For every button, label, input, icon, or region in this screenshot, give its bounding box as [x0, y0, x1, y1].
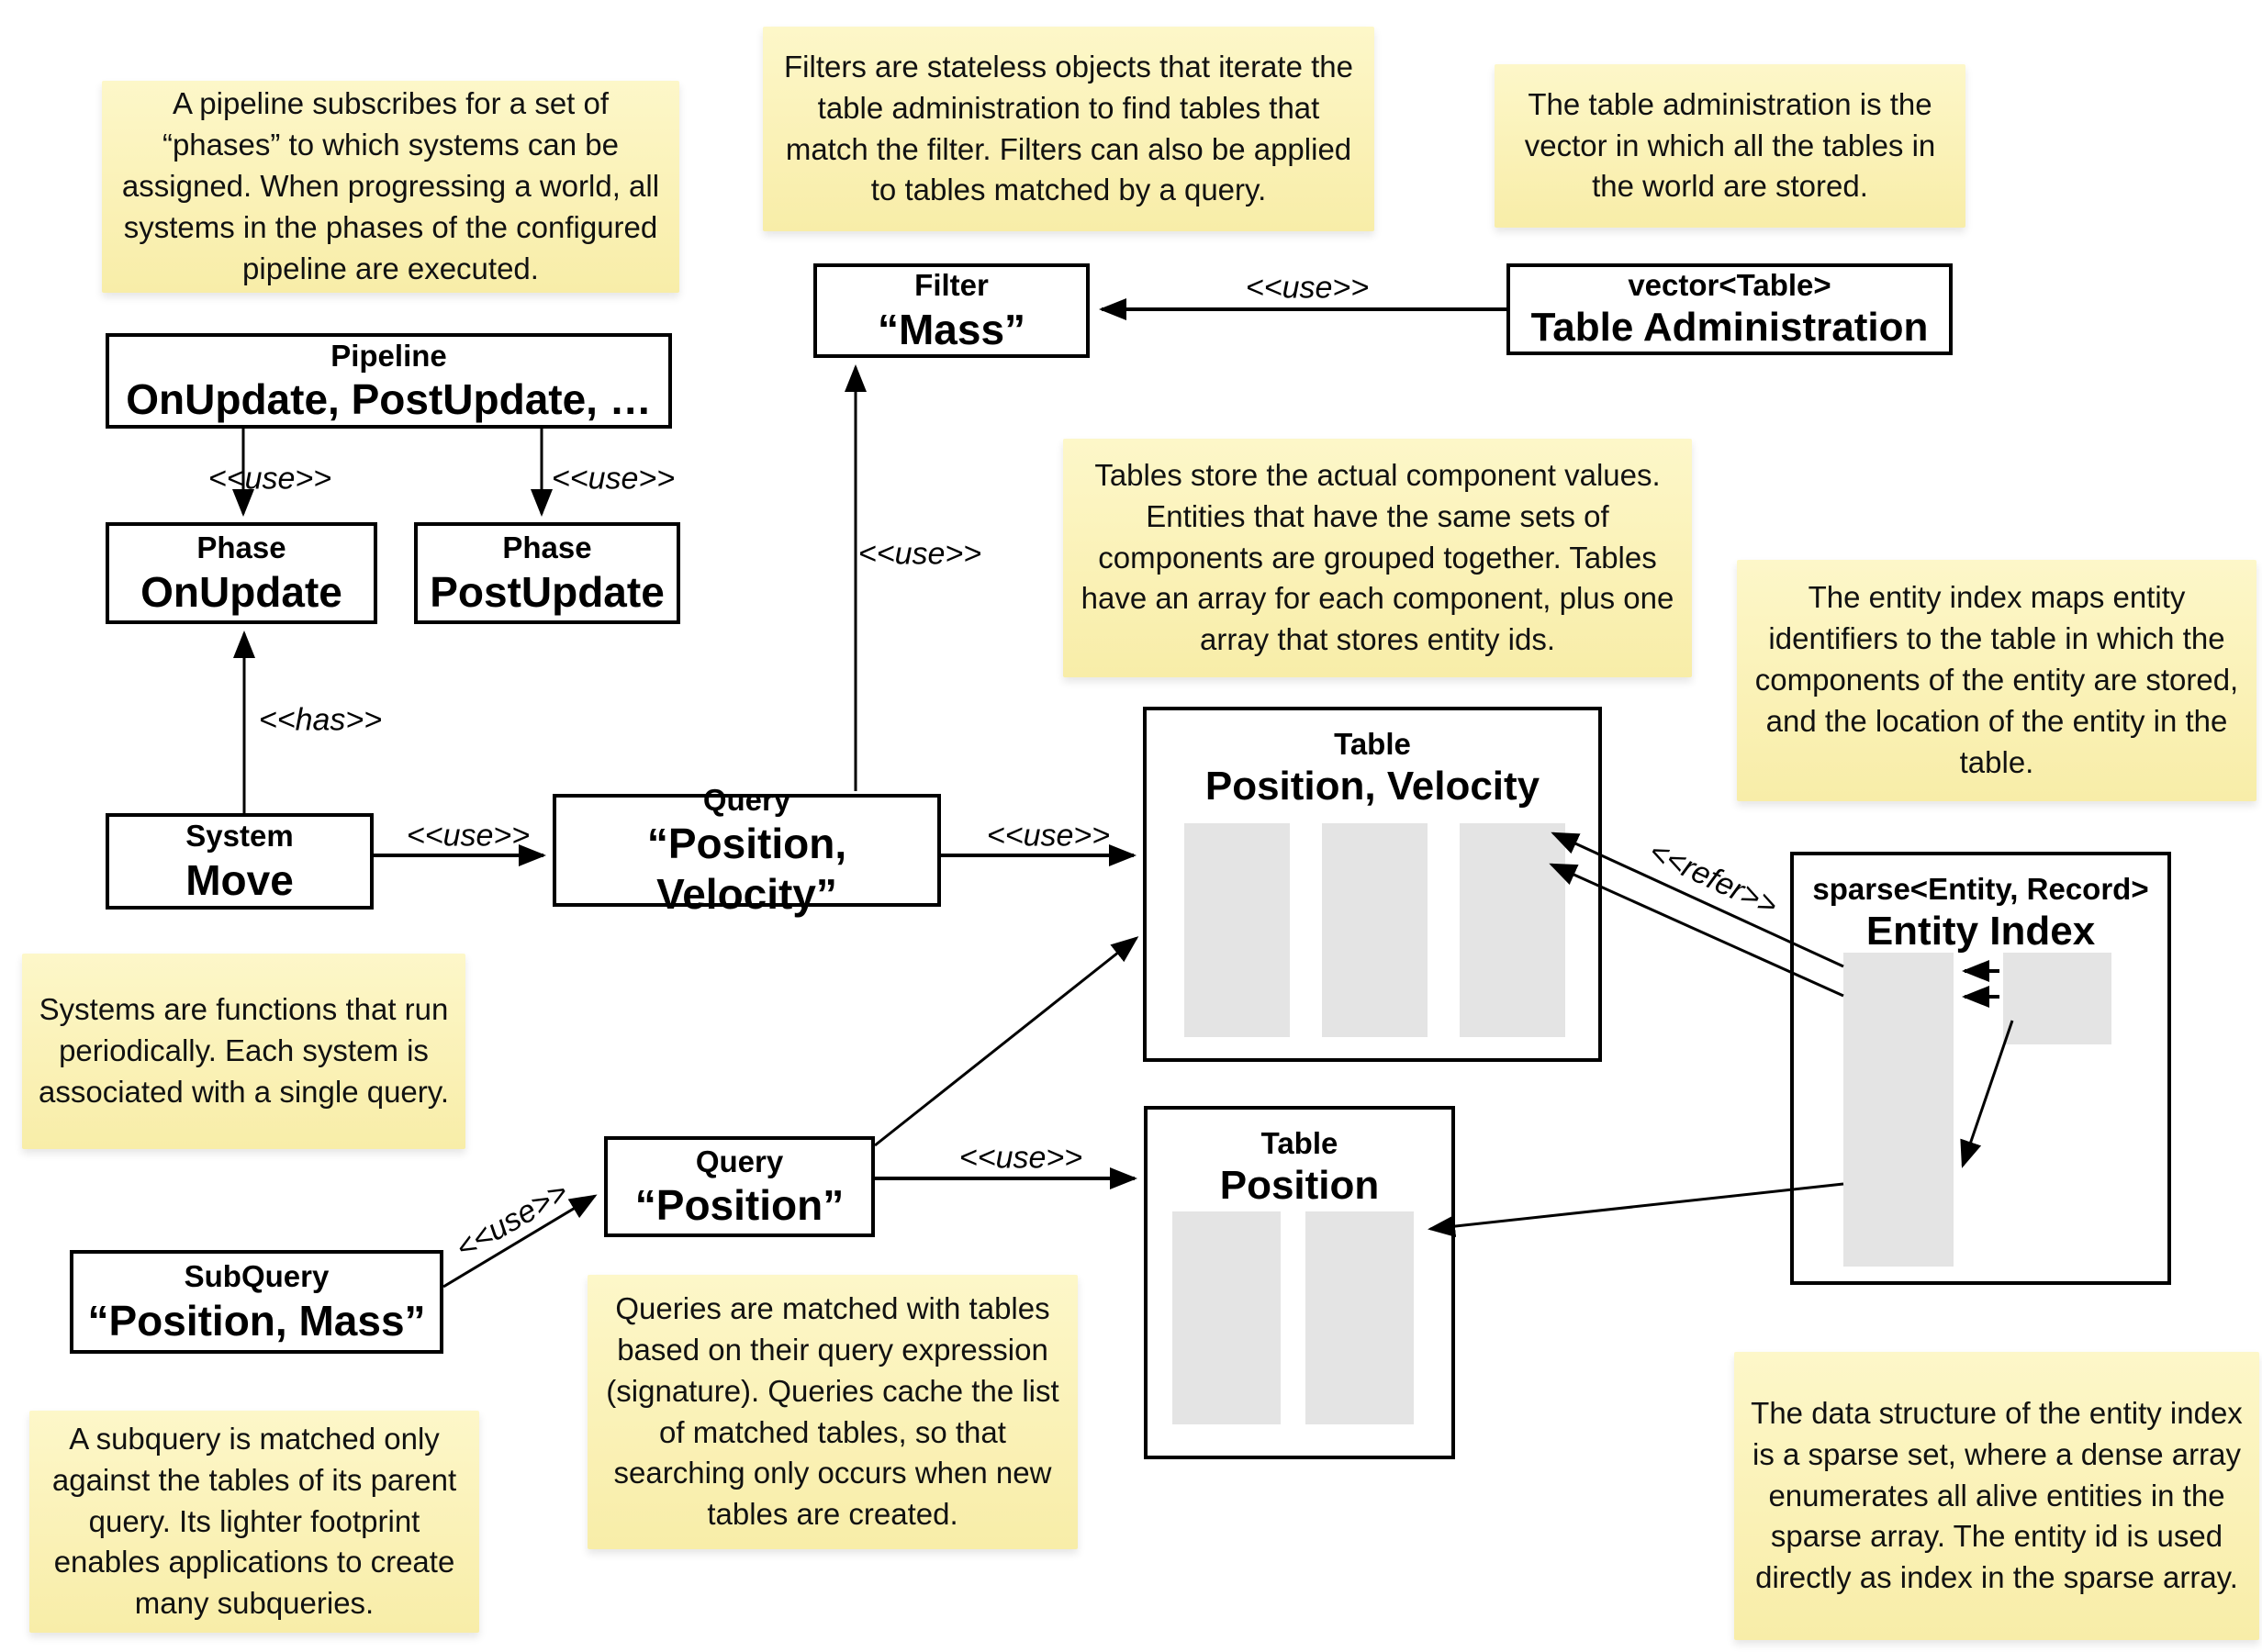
node-system-move-name: Move [185, 855, 294, 904]
node-phase-postupdate-name: PostUpdate [430, 567, 665, 616]
node-table-administration-name: Table Administration [1530, 305, 1929, 351]
node-table-position: Table Position [1144, 1106, 1455, 1459]
node-entity-index: sparse<Entity, Record> Entity Index [1790, 852, 2171, 1285]
node-query-position-velocity: Query “Position, Velocity” [553, 783, 941, 918]
node-entity-index-name: Entity Index [1865, 909, 2096, 954]
table-pv-column-1 [1184, 823, 1290, 1037]
note-tables-store: Tables store the actual component values… [1063, 439, 1692, 677]
node-phase-postupdate-stereotype: Phase [502, 530, 592, 565]
note-table-administration: The table administration is the vector i… [1495, 64, 1965, 228]
entity-index-sparse-array [1843, 953, 1954, 1267]
node-table-position-stereotype: Table [1260, 1126, 1338, 1160]
table-pv-column-2 [1322, 823, 1428, 1037]
node-filter-mass-stereotype: Filter [914, 268, 989, 303]
note-entity-index: The entity index maps entity identifiers… [1737, 560, 2256, 801]
node-query-position-velocity-stereotype: Query [702, 782, 791, 817]
label-use-pipeline-postupdate: <<use>> [551, 461, 676, 497]
node-entity-index-stereotype: sparse<Entity, Record> [1812, 872, 2149, 906]
node-table-position-velocity-name: Position, Velocity [1204, 764, 1540, 809]
edge-queryp-to-tablepv [874, 936, 1139, 1147]
node-query-position: Query “Position” [604, 1136, 875, 1237]
node-pipeline-stereotype: Pipeline [330, 338, 447, 373]
node-filter-mass: Filter “Mass” [813, 263, 1090, 358]
node-phase-onupdate-stereotype: Phase [196, 530, 286, 565]
node-phase-onupdate-name: OnUpdate [140, 567, 342, 616]
node-query-position-velocity-name: “Position, Velocity” [646, 819, 847, 919]
table-pv-column-3 [1460, 823, 1565, 1037]
node-system-move-stereotype: System [185, 819, 294, 854]
node-table-administration-stereotype: vector<Table> [1628, 267, 1831, 302]
node-subquery-position-mass-name: “Position, Mass” [87, 1296, 426, 1345]
label-use-queryp-tablep: <<use>> [958, 1140, 1083, 1176]
entity-index-dense-array [2003, 953, 2111, 1044]
edge-entityindex-to-tablep [1428, 1182, 1844, 1238]
label-refer-entityindex-tables: <<refer>> [1643, 833, 1783, 924]
node-table-position-name: Position [1219, 1163, 1380, 1209]
node-pipeline: Pipeline OnUpdate, PostUpdate, … [106, 333, 672, 429]
label-use-subquery-queryp: <<use>> [450, 1174, 575, 1267]
node-table-position-velocity-stereotype: Table [1334, 727, 1411, 761]
node-query-position-stereotype: Query [695, 1144, 784, 1178]
node-phase-onupdate: Phase OnUpdate [106, 522, 377, 624]
note-pipeline: A pipeline subscribes for a set of “phas… [102, 81, 679, 293]
label-use-tableadmin-filter: <<use>> [1245, 270, 1370, 306]
node-filter-mass-name: “Mass” [877, 305, 1026, 353]
table-p-column-1 [1172, 1211, 1281, 1424]
note-queries: Queries are matched with tables based on… [588, 1275, 1078, 1549]
node-table-position-velocity: Table Position, Velocity [1143, 707, 1602, 1062]
node-phase-postupdate: Phase PostUpdate [414, 522, 680, 624]
note-filters: Filters are stateless objects that itera… [763, 27, 1374, 231]
label-use-pipeline-onupdate: <<use>> [207, 461, 332, 497]
node-query-position-name: “Position” [634, 1181, 845, 1230]
note-systems: Systems are functions that run periodica… [22, 954, 465, 1149]
label-use-querypv-filter: <<use>> [857, 536, 982, 572]
label-use-querypv-tablepv: <<use>> [986, 818, 1111, 854]
node-pipeline-name: OnUpdate, PostUpdate, … [126, 375, 652, 424]
node-subquery-position-mass: SubQuery “Position, Mass” [70, 1250, 443, 1354]
label-use-system-querypv: <<use>> [406, 818, 531, 854]
node-subquery-position-mass-stereotype: SubQuery [184, 1259, 330, 1294]
note-sparse-set: The data structure of the entity index i… [1734, 1352, 2259, 1640]
note-subquery: A subquery is matched only against the t… [29, 1411, 479, 1633]
table-p-column-2 [1305, 1211, 1414, 1424]
node-table-administration: vector<Table> Table Administration [1506, 263, 1953, 355]
label-has-system-phase: <<has>> [258, 702, 383, 738]
node-system-move: System Move [106, 813, 374, 910]
